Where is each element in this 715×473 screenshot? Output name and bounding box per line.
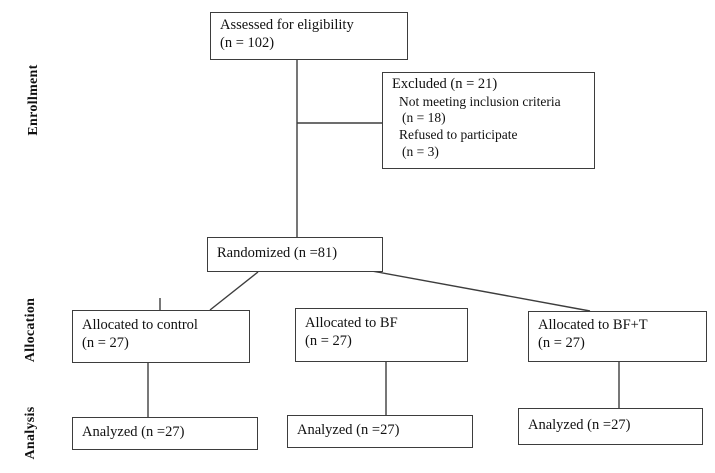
allocated-bf-box: Allocated to BF (n = 27): [295, 308, 468, 362]
excluded-reason1-count: (n = 18): [402, 110, 446, 126]
allocated-control-count: (n = 27): [82, 334, 129, 351]
analyzed-bf-box: Analyzed (n =27): [287, 415, 473, 448]
allocated-bft-box: Allocated to BF+T (n = 27): [528, 311, 707, 362]
stage-label-allocation: Allocation: [23, 297, 38, 363]
allocated-bft-count: (n = 27): [538, 334, 585, 351]
analyzed-bft-label: Analyzed (n =27): [528, 417, 631, 433]
allocated-bf-line1: Allocated to BF: [305, 315, 398, 331]
randomized-box: Randomized (n =81): [207, 237, 383, 272]
assessed-line1: Assessed for eligibility: [220, 17, 354, 33]
stage-label-analysis: Analysis: [23, 406, 38, 460]
excluded-box: Excluded (n = 21) Not meeting inclusion …: [382, 72, 595, 169]
allocated-bf-count: (n = 27): [305, 332, 352, 349]
assessed-count: (n = 102): [220, 34, 275, 51]
analyzed-control-box: Analyzed (n =27): [72, 417, 258, 450]
randomized-label: Randomized (n =81): [217, 245, 338, 261]
allocated-bft-line1: Allocated to BF+T: [538, 317, 648, 333]
allocated-control-box: Allocated to control (n = 27): [72, 310, 250, 363]
analyzed-bf-label: Analyzed (n =27): [297, 422, 400, 438]
allocated-control-line1: Allocated to control: [82, 317, 198, 333]
assessed-for-eligibility-box: Assessed for eligibility (n = 102): [210, 12, 408, 60]
excluded-reason2-count: (n = 3): [402, 143, 439, 159]
excluded-reason2: Refused to participate: [399, 127, 518, 143]
analyzed-control-label: Analyzed (n =27): [82, 424, 185, 440]
analyzed-bft-box: Analyzed (n =27): [518, 408, 703, 445]
excluded-reason1: Not meeting inclusion criteria: [399, 93, 561, 109]
excluded-title: Excluded (n = 21): [392, 76, 498, 92]
stage-label-enrollment: Enrollment: [26, 64, 41, 136]
